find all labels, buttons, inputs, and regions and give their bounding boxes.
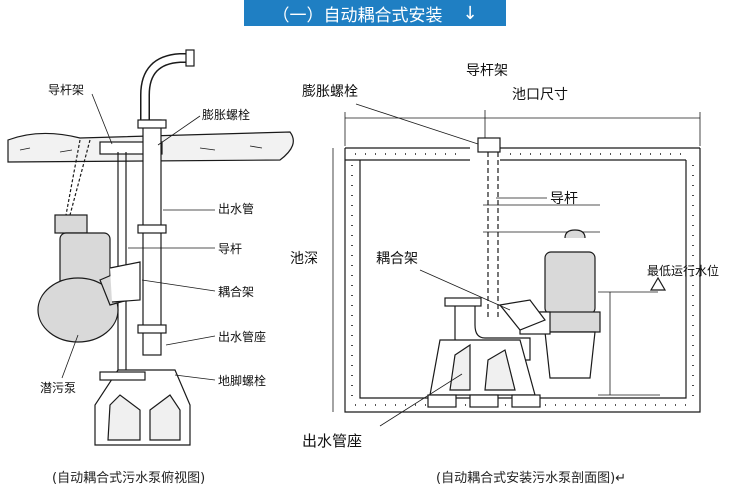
label-outlet-pipe-left: 出水管 bbox=[218, 202, 255, 216]
caption-left: (自动耦合式污水泵俯视图) bbox=[52, 471, 206, 486]
right-section-drawing bbox=[332, 110, 701, 413]
label-guide-rod-right: 导杆 bbox=[550, 191, 578, 207]
label-coupling-frame-right: 耦合架 bbox=[376, 251, 418, 267]
submersible-pump-right bbox=[519, 229, 601, 379]
section-banner: （一）自动耦合式安装 ↓ bbox=[244, 0, 506, 26]
label-expansion-bolt-left: 膨胀螺栓 bbox=[202, 108, 251, 122]
section-title: （一）自动耦合式安装 bbox=[272, 5, 443, 26]
label-guide-bracket-left: 导杆架 bbox=[48, 83, 85, 97]
left-installation-drawing bbox=[7, 49, 294, 446]
label-outlet-seat-right: 出水管座 bbox=[302, 432, 363, 450]
down-arrow-icon: ↓ bbox=[462, 2, 478, 24]
outlet-pipe bbox=[142, 119, 162, 356]
label-pit-size: 池口尺寸 bbox=[512, 87, 568, 103]
label-outlet-seat-left: 出水管座 bbox=[218, 330, 267, 344]
label-guide-rod-left: 导杆 bbox=[218, 242, 243, 256]
pit-wall bbox=[344, 148, 701, 413]
outlet-seat-base bbox=[94, 369, 191, 446]
label-anchor-bolt-left: 地脚螺栓 bbox=[218, 374, 267, 388]
caption-right: (自动耦合式安装污水泵剖面图)↵ bbox=[436, 471, 627, 486]
label-expansion-bolt-right: 膨胀螺栓 bbox=[302, 84, 358, 100]
outlet-seat-section bbox=[427, 339, 541, 408]
label-submersible-pump-left: 潜污泵 bbox=[40, 381, 77, 395]
coupling-frame-section bbox=[498, 299, 546, 331]
label-pit-depth: 池深 bbox=[290, 251, 318, 267]
lifting-chain bbox=[69, 139, 91, 216]
coupling-frame bbox=[109, 261, 141, 303]
label-min-water-level: 最低运行水位 bbox=[647, 264, 720, 278]
label-coupling-frame-left: 耦合架 bbox=[218, 285, 255, 299]
guide-bracket-section bbox=[477, 137, 501, 153]
label-guide-bracket-right: 导杆架 bbox=[466, 63, 508, 79]
